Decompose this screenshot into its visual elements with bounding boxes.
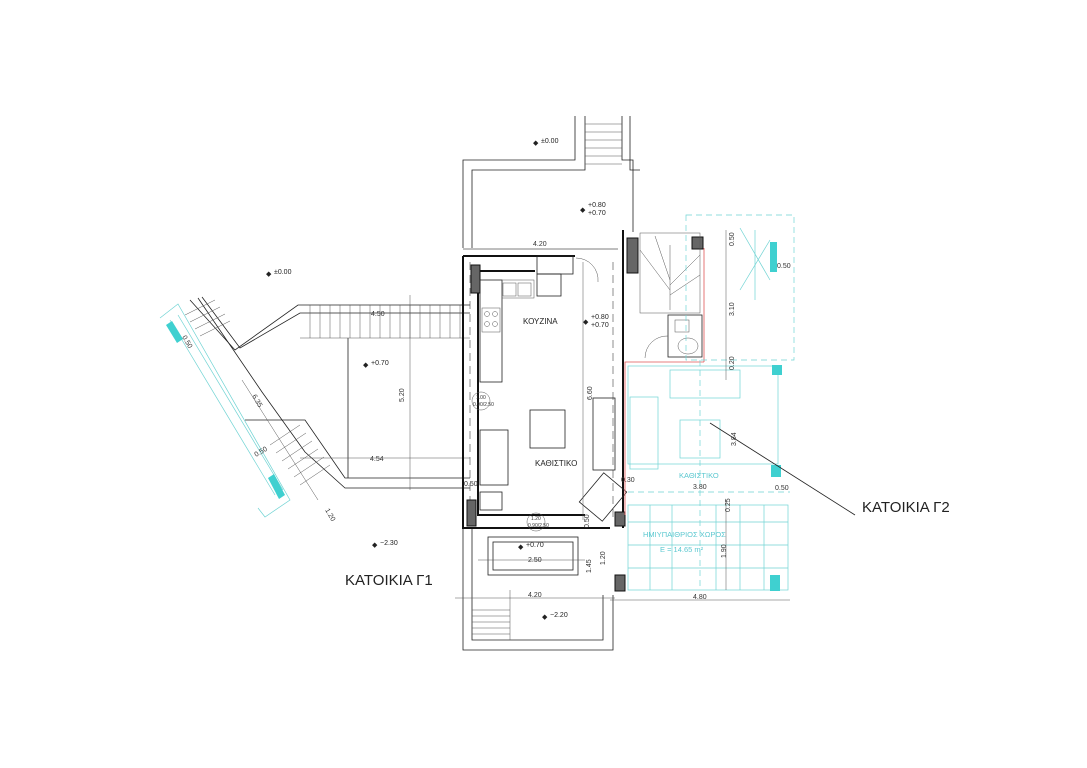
room-semi-outdoor-area: Ε = 14.65 m² [660, 545, 704, 554]
dim-porch-step: 1.20 [600, 551, 607, 565]
level-front-porch: +0.70 [526, 542, 544, 549]
svg-text:◆: ◆ [533, 140, 539, 147]
dim-g2-semi-depth: 1.90 [721, 544, 728, 558]
dim-porch-width: 2.50 [528, 557, 542, 564]
dim-g2-gap2: 0.20 [729, 356, 736, 370]
dim-house-depth: 6.60 [587, 386, 594, 400]
kitchen-fittings [479, 279, 535, 383]
front-door-width: 1.20 [531, 516, 541, 522]
living-furniture-g1 [479, 397, 628, 522]
house-g1-walls [462, 230, 704, 592]
side-door-width: 1.00 [476, 395, 486, 401]
level-left-terrace: +0.70 [371, 360, 389, 367]
dim-g2-gap: 0.30 [621, 477, 635, 484]
dim-g2-bottom-width: 4.80 [693, 594, 707, 601]
dim-left-bottom: 4.54 [370, 456, 384, 463]
internal-stair [639, 232, 703, 359]
dim-g2-stair: 3.10 [729, 302, 736, 316]
left-railing [159, 303, 291, 518]
svg-text:◆: ◆ [580, 207, 586, 214]
dim-diag-stair: 1.20 [323, 508, 336, 523]
dimension-lines [463, 230, 790, 601]
svg-text:◆: ◆ [372, 542, 378, 549]
room-living-g1: ΚΑΘΙΣΤΙΚΟ [535, 459, 577, 468]
dim-porch-wall: 0.50 [584, 514, 591, 528]
dim-diag-length: 6.35 [250, 394, 263, 409]
dim-g2-living-width: 3.80 [693, 484, 707, 491]
dim-g2-top: 0.50 [729, 232, 736, 246]
level-kitchen-a: +0.80 [591, 314, 609, 321]
dim-top-width: 4.20 [533, 241, 547, 248]
level-top-terrace-a: +0.80 [588, 202, 606, 209]
svg-text:◆: ◆ [542, 614, 548, 621]
level-left-ground: ±0.00 [274, 269, 292, 276]
front-door-size: 0.90/2.50 [528, 523, 549, 529]
dim-left-wall: 0.50 [464, 481, 478, 488]
svg-text:◆: ◆ [266, 271, 272, 278]
level-kitchen-b: +0.70 [591, 322, 609, 329]
left-terrace [159, 295, 470, 518]
leader-line [709, 422, 856, 516]
level-markers: ◆±0.00 ◆+0.80+0.70 ◆±0.00 ◆+0.80+0.70 ◆+… [266, 138, 609, 621]
dimension-labels: 4.20 4.50 5.20 6.35 0.50 4.54 0.50 1.20 … [180, 232, 790, 601]
bottom-porch [455, 528, 615, 651]
svg-text:◆: ◆ [518, 544, 524, 551]
dim-porch-depth: 1.45 [586, 559, 593, 573]
room-living-g2: ΚΑΘΙΣΤΙΚΟ [679, 471, 719, 480]
level-top-terrace-b: +0.70 [588, 210, 606, 217]
dim-g2-right: 0.50 [775, 485, 789, 492]
dim-g2-living-depth: 3.84 [731, 432, 738, 446]
dim-diag-bottom: 0.50 [254, 446, 269, 459]
svg-text:◆: ◆ [363, 362, 369, 369]
level-bottom-stair: −2.20 [550, 612, 568, 619]
dim-left-stair: 4.50 [371, 311, 385, 318]
top-terrace [462, 116, 640, 250]
level-left-lower: −2.30 [380, 540, 398, 547]
house-g2 [627, 214, 795, 591]
title-house-g1: ΚΑΤΟΙΚΙΑ Γ1 [345, 572, 433, 589]
svg-text:◆: ◆ [583, 319, 589, 326]
room-semi-outdoor: ΗΜΙΥΠΑΙΘΡΙΟΣ ΧΩΡΟΣ [643, 530, 726, 539]
dim-bottom-width: 4.20 [528, 592, 542, 599]
side-door-size: 0.90/2.50 [473, 402, 494, 408]
door-tags: 1.00 0.90/2.50 1.20 0.90/2.50 [471, 391, 549, 532]
dim-g2-top-right: 0.50 [777, 263, 791, 270]
title-house-g2: ΚΑΤΟΙΚΙΑ Γ2 [862, 499, 950, 516]
room-kitchen: ΚΟΥΖΙΝΑ [523, 317, 558, 326]
dim-g2-beam: 0.25 [725, 498, 732, 512]
level-top-entry: ±0.00 [541, 138, 559, 145]
dim-left-depth: 5.20 [399, 388, 406, 402]
